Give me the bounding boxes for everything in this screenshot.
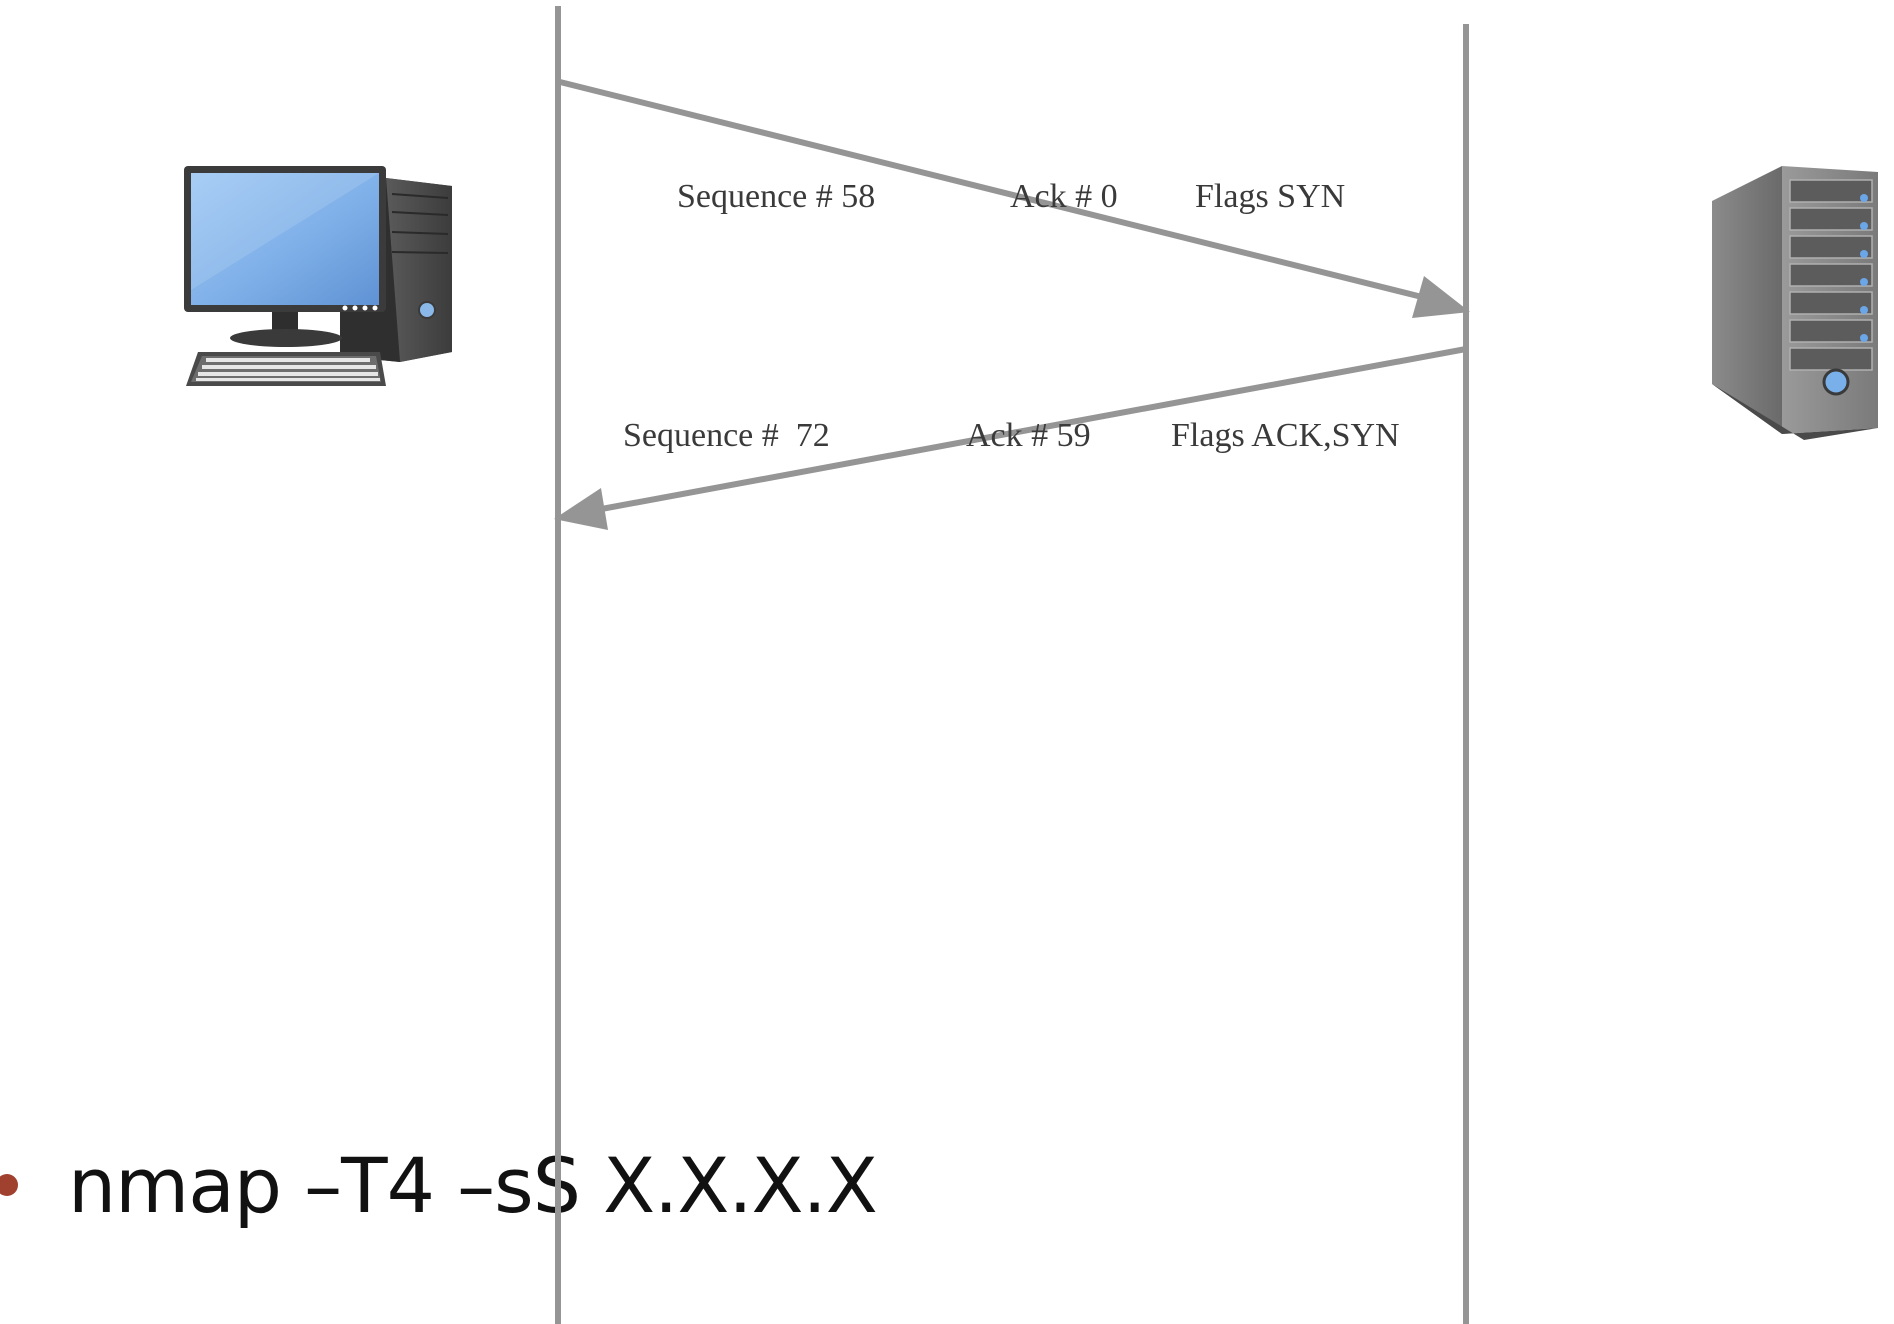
syn-ack-message-arrow — [554, 346, 1467, 530]
syn-flags-label: Flags SYN — [1195, 178, 1346, 215]
desktop-computer-icon — [184, 166, 452, 386]
syn-sequence-label: Sequence # 58 — [677, 178, 876, 215]
syn-message-arrow — [559, 79, 1470, 318]
syn-ack-label: Ack # 0 — [1010, 178, 1118, 215]
server-tower-icon — [1712, 166, 1878, 440]
nmap-command-text: nmap –T4 –sS X.X.X.X — [68, 1140, 878, 1230]
syn-ack-sequence-label: Sequence # 72 — [623, 417, 830, 454]
syn-ack-ack-label: Ack # 59 — [966, 417, 1091, 454]
bullet-marker — [0, 1174, 18, 1196]
command-bullet: nmap –T4 –sS X.X.X.X — [0, 1140, 878, 1230]
syn-ack-flags-label: Flags ACK,SYN — [1171, 417, 1400, 454]
